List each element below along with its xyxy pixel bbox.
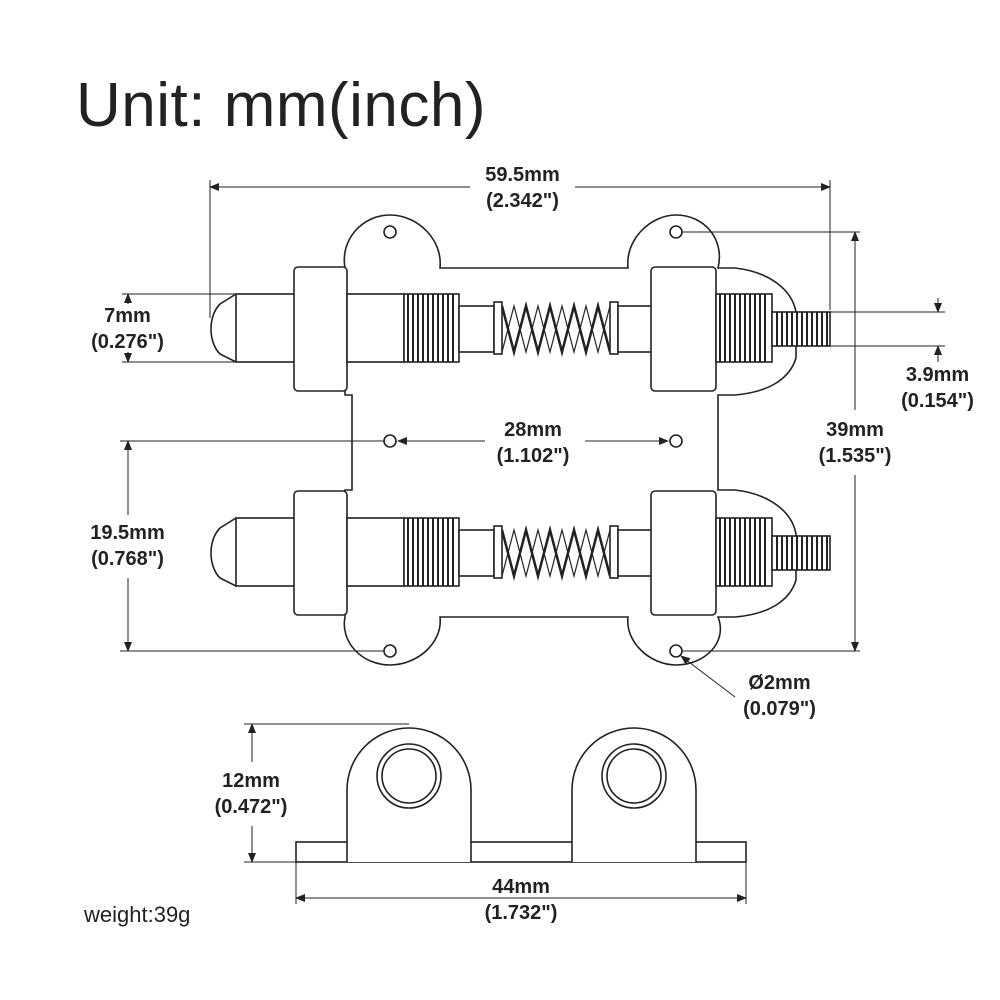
label-pin-diameter: 7mm (0.276") <box>70 303 185 355</box>
diagram-title: Unit: mm(inch) <box>76 71 487 140</box>
label-hole-diameter: Ø2mm (0.079") <box>722 670 837 722</box>
side-view-right-bore-inner <box>606 748 662 804</box>
label-thread-diameter: 3.9mm (0.154") <box>880 362 995 414</box>
label-base-width-mm: 44mm <box>492 876 550 898</box>
label-overall-height: 39mm (1.535") <box>800 417 910 469</box>
label-pin-diameter-inch: (0.276") <box>91 331 164 353</box>
mounting-hole-top-left <box>383 225 397 239</box>
side-view <box>295 727 747 863</box>
dimension-overall-width <box>209 180 831 318</box>
mounting-hole-bottom-left <box>383 644 397 658</box>
label-thread-diameter-mm: 3.9mm <box>905 364 970 386</box>
weight-label: weight:39g <box>84 902 191 927</box>
label-hole-spacing-inch: (1.102") <box>496 445 570 467</box>
dimension-hole-diameter-leader <box>680 655 736 698</box>
side-view-right-lug <box>571 727 697 862</box>
label-pin-diameter-mm: 7mm <box>104 305 151 327</box>
base-plate-outline <box>343 214 797 666</box>
label-overall-height-inch: (1.535") <box>818 445 892 467</box>
side-view-left-lug <box>346 727 472 862</box>
label-pin-spacing-mm: 19.5mm <box>90 522 165 544</box>
label-overall-width-inch: (2.342") <box>486 190 559 212</box>
side-view-right-bore-outer <box>601 743 667 809</box>
label-base-width-inch: (1.732") <box>484 902 558 924</box>
dimension-pin-diameter <box>122 293 236 363</box>
dimension-side-height <box>244 723 409 863</box>
upper-pin-assembly <box>210 266 831 392</box>
side-view-left-bore-outer <box>376 743 442 809</box>
label-pin-spacing: 19.5mm (0.768") <box>70 520 185 572</box>
dimension-thread-diameter <box>830 298 945 362</box>
dimension-pin-spacing <box>120 440 384 652</box>
mounting-hole-mid-right <box>669 434 683 448</box>
label-hole-spacing: 28mm (1.102") <box>478 417 588 469</box>
label-thread-diameter-inch: (0.154") <box>901 390 974 412</box>
label-pin-spacing-inch: (0.768") <box>91 548 164 570</box>
mounting-hole-top-right <box>669 225 683 239</box>
label-side-height-inch: (0.472") <box>214 796 288 818</box>
mounting-hole-mid-left <box>383 434 397 448</box>
label-overall-width-mm: 59.5mm <box>485 164 560 186</box>
label-overall-height-mm: 39mm <box>826 419 884 441</box>
label-overall-width: 59.5mm (2.342") <box>470 162 575 214</box>
label-hole-diameter-mm: Ø2mm <box>748 672 811 694</box>
label-side-height-mm: 12mm <box>222 770 280 792</box>
label-base-width: 44mm (1.732") <box>466 874 576 926</box>
mounting-hole-bottom-right <box>669 644 683 658</box>
dimension-overall-height <box>682 231 860 652</box>
lower-pin-assembly <box>210 490 831 616</box>
side-view-left-bore-inner <box>381 748 437 804</box>
label-side-height: 12mm (0.472") <box>192 768 310 820</box>
label-hole-diameter-inch: (0.079") <box>743 698 816 720</box>
dimension-base-width <box>295 862 747 904</box>
label-hole-spacing-mm: 28mm <box>504 419 562 441</box>
